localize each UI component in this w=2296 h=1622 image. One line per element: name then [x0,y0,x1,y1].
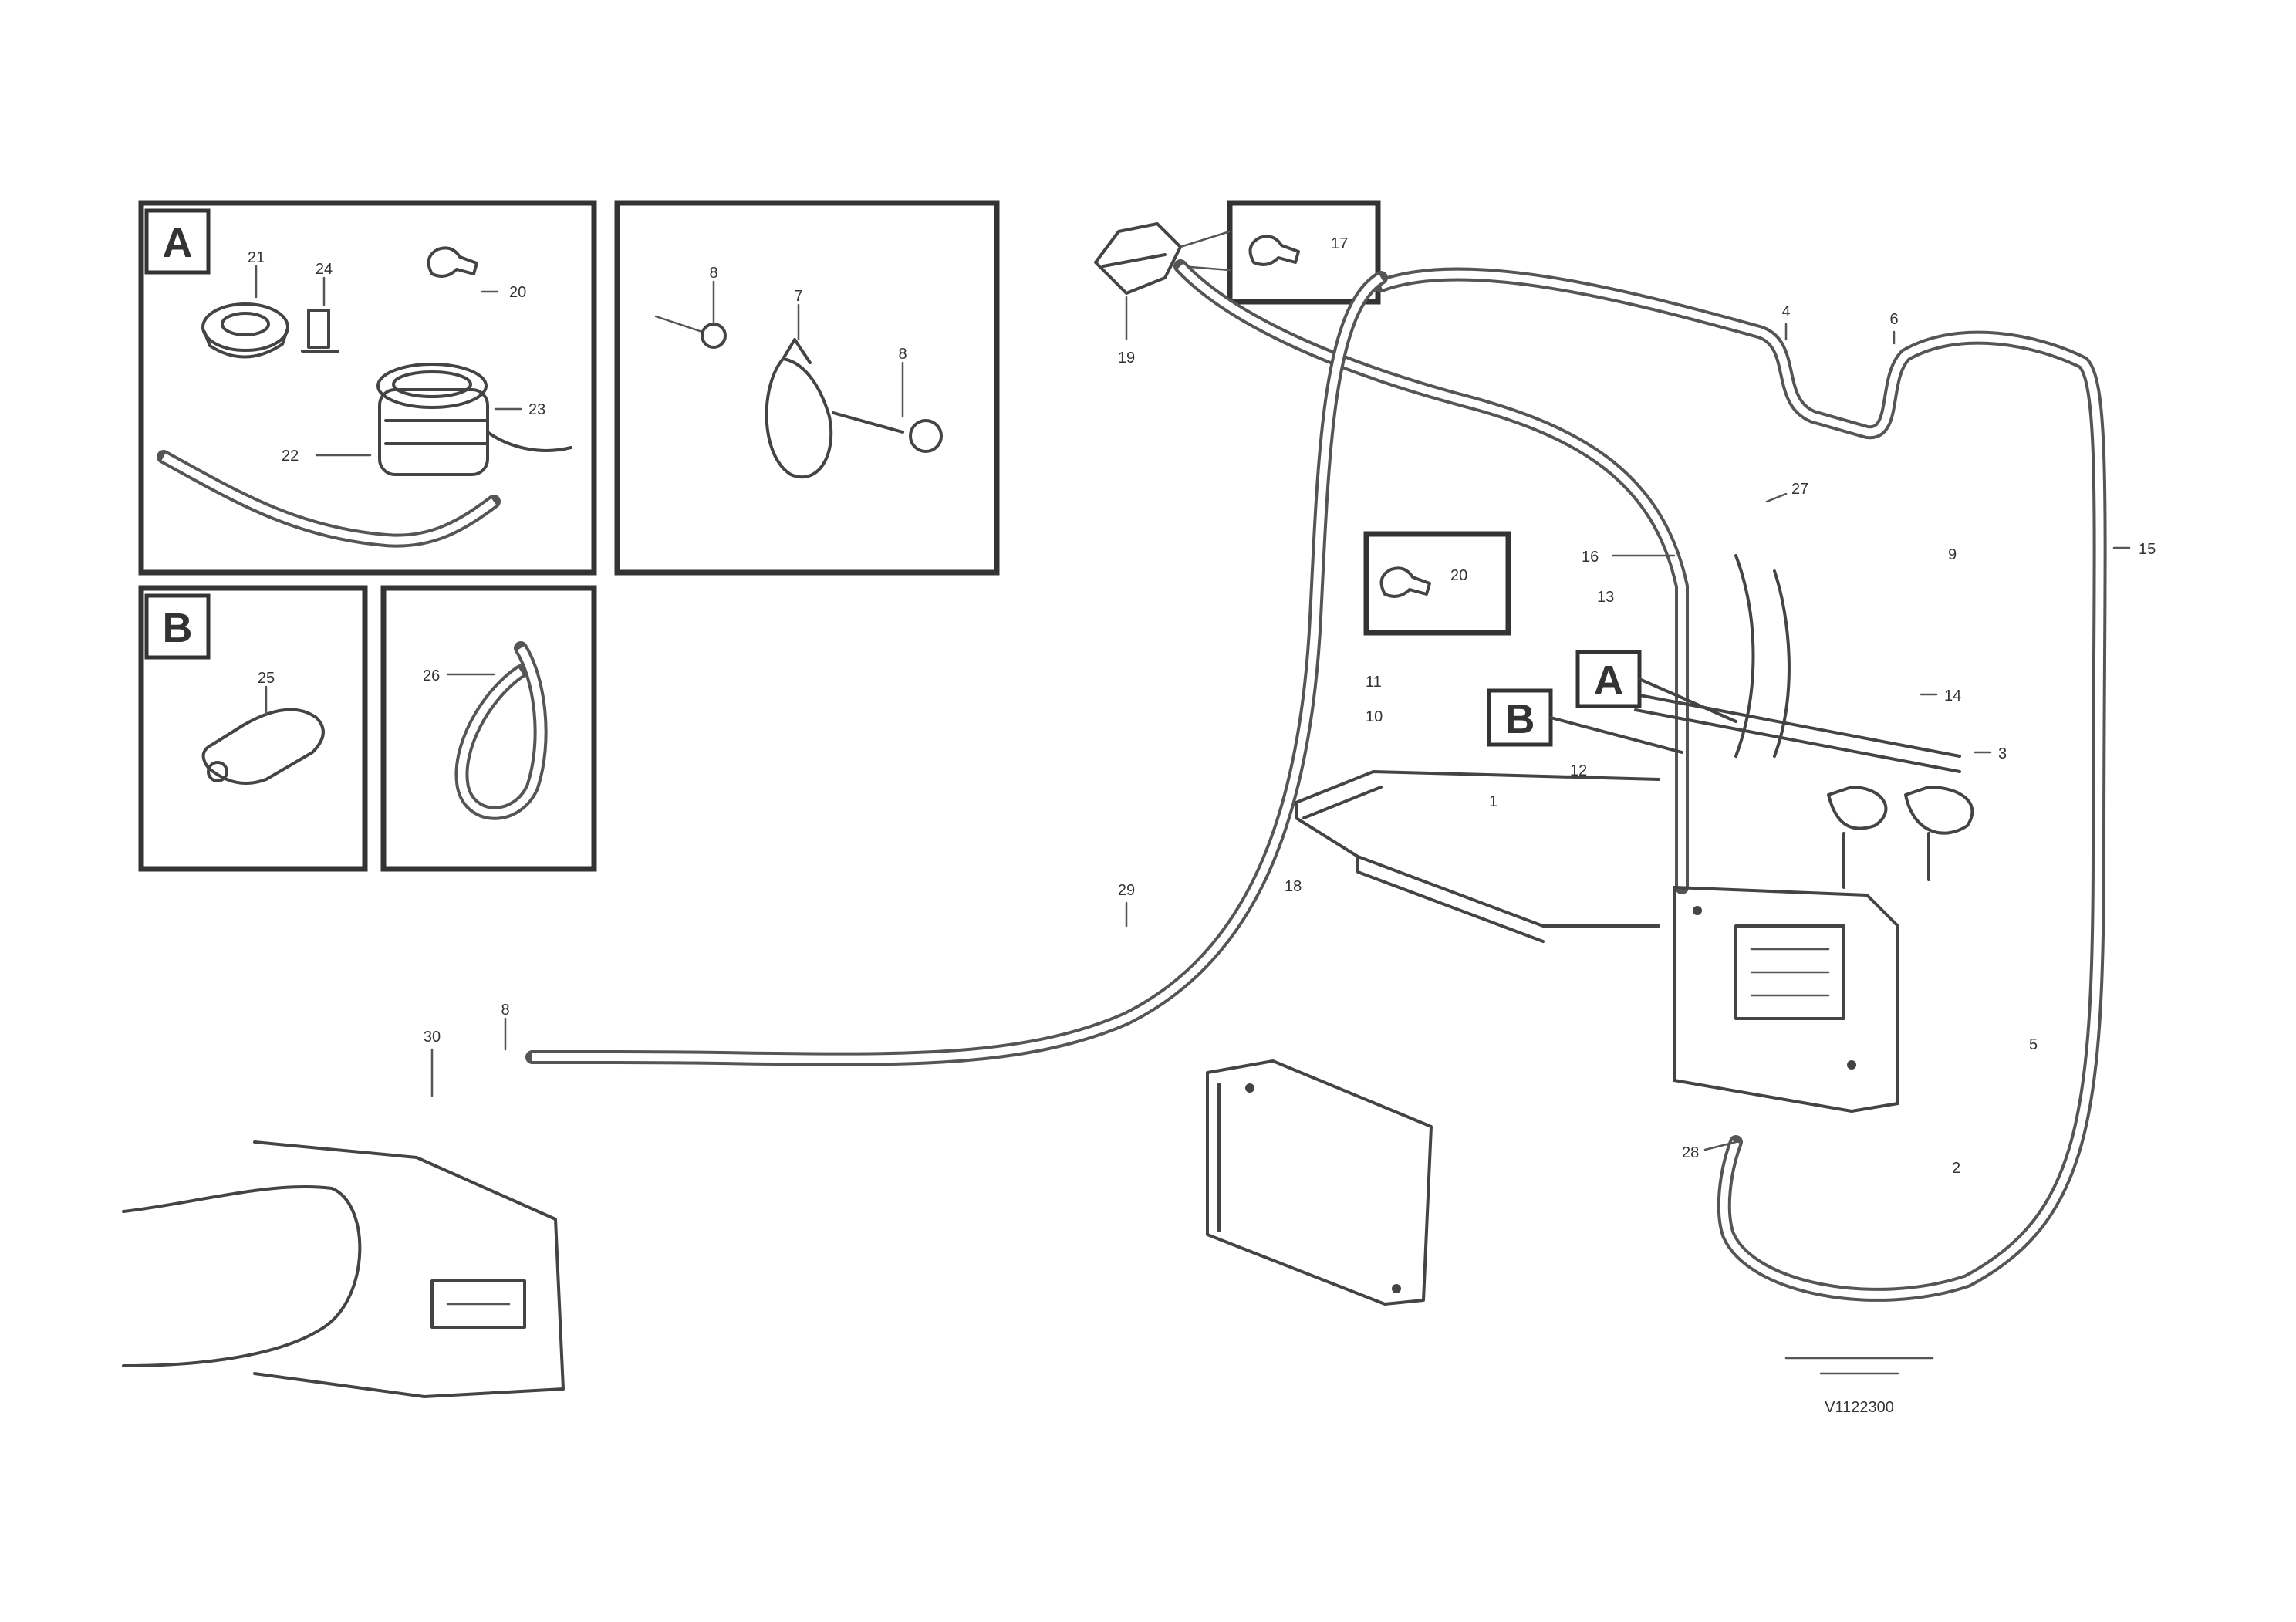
callout-1: 1 [1489,793,1497,810]
callout-17: 17 [1331,235,1348,252]
callout-5: 5 [2029,1036,2038,1053]
callout-30: 30 [424,1029,441,1046]
detail-panel-cable-tie: 26 [380,585,597,872]
callout-26: 26 [423,667,440,684]
callout-28: 28 [1682,1144,1699,1161]
callout-25: 25 [258,670,275,687]
callout-16: 16 [1582,549,1599,566]
callout-22: 22 [282,448,299,465]
callout-8-right: 8 [898,346,907,363]
callout-21: 21 [248,249,265,266]
drawing-footer: V1122300 [1784,1357,1934,1416]
callout-8-main: 8 [501,1002,509,1019]
callout-12: 12 [1570,762,1587,779]
callout-13: 13 [1597,589,1614,606]
callout-18: 18 [1285,878,1302,895]
control-box [1673,886,1899,1113]
tool-box-20: 20 [1363,531,1511,636]
callout-20-main: 20 [1450,567,1467,584]
detail-panel-a: A 21 24 20 22 23 [138,200,597,576]
wrench-icon [427,246,478,278]
detail-label-b: B [163,605,193,651]
callout-11: 11 [1366,674,1382,691]
callout-3: 3 [1998,745,2007,762]
callout-6: 6 [1889,311,1898,328]
callout-4: 4 [1781,303,1790,320]
callout-27: 27 [1791,481,1808,498]
callout-29: 29 [1118,882,1135,899]
callout-10: 10 [1366,708,1383,725]
ref-label-b: B [1505,696,1535,742]
callout-7: 7 [794,288,802,305]
callout-20: 20 [509,284,526,301]
display-panel [1206,1059,1433,1306]
drawing-number: V1122300 [1825,1399,1894,1416]
callout-19: 19 [1118,350,1135,367]
detail-panel-clamp: 8 7 8 [614,200,1000,576]
callout-9: 9 [1948,546,1957,563]
callout-15: 15 [2139,541,2156,558]
callout-14: 14 [1944,688,1961,705]
detail-panel-b: B 25 [138,585,368,872]
callout-8-top: 8 [709,265,718,282]
callout-2: 2 [1952,1160,1960,1177]
ref-label-a: A [1594,657,1624,704]
callout-24: 24 [316,261,333,278]
callout-23: 23 [528,401,545,418]
detail-label-a: A [163,220,193,266]
main-assembly: 17 20 19 [122,200,2156,1398]
tool-box-17: 17 [1227,200,1381,305]
